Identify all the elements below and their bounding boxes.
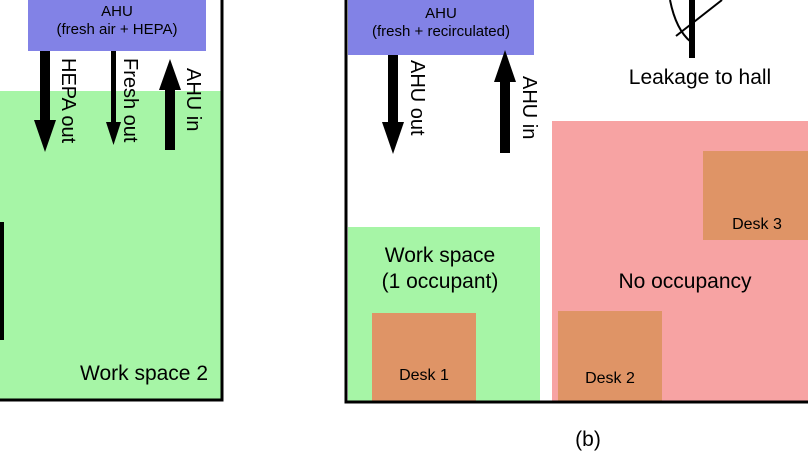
left-ahu-in-arrow bbox=[159, 59, 181, 150]
work-space-2-zone bbox=[0, 91, 222, 400]
right-ahu-box bbox=[348, 0, 534, 55]
left-room-wall bbox=[0, 0, 224, 402]
right-panel: AHU (fresh + recirculated) AHU out AHU i… bbox=[344, 0, 808, 451]
right-room-wall bbox=[344, 0, 808, 404]
no-occupancy-label: No occupancy bbox=[618, 270, 752, 293]
hepa-out-arrow bbox=[34, 51, 56, 152]
panel-b-caption: (b) bbox=[575, 428, 601, 451]
left-partition bbox=[0, 222, 4, 340]
fresh-out-label: Fresh out bbox=[119, 58, 141, 143]
fresh-out-arrow bbox=[106, 51, 121, 145]
right-ahu-title: AHU bbox=[425, 5, 457, 22]
left-ahu-in-label: AHU in bbox=[182, 68, 204, 131]
work-space-2-label: Work space 2 bbox=[80, 362, 208, 385]
desk-2 bbox=[558, 311, 662, 401]
desk-1 bbox=[372, 313, 476, 401]
work-space-label-line2: (1 occupant) bbox=[382, 270, 499, 293]
left-panel: AHU (fresh air + HEPA) HEPA out Fresh ou… bbox=[0, 0, 224, 402]
desk-2-label: Desk 2 bbox=[585, 370, 635, 387]
hepa-out-label: HEPA out bbox=[57, 58, 79, 144]
right-ahu-out-label: AHU out bbox=[406, 60, 428, 136]
left-ahu-subtitle: (fresh air + HEPA) bbox=[56, 21, 177, 38]
desk-3-label: Desk 3 bbox=[732, 216, 782, 233]
right-ahu-subtitle: (fresh + recirculated) bbox=[372, 23, 510, 40]
desk-3 bbox=[703, 151, 808, 240]
desk-1-label: Desk 1 bbox=[399, 367, 449, 384]
right-ahu-in-arrow bbox=[494, 50, 516, 153]
work-space-label-line1: Work space bbox=[385, 244, 496, 267]
right-ahu-out-arrow bbox=[382, 55, 404, 154]
left-ahu-box bbox=[28, 0, 206, 51]
leakage-label: Leakage to hall bbox=[629, 66, 771, 89]
door-symbol bbox=[669, 0, 723, 58]
left-ahu-title: AHU bbox=[101, 3, 133, 20]
right-ahu-in-label: AHU in bbox=[518, 76, 540, 139]
